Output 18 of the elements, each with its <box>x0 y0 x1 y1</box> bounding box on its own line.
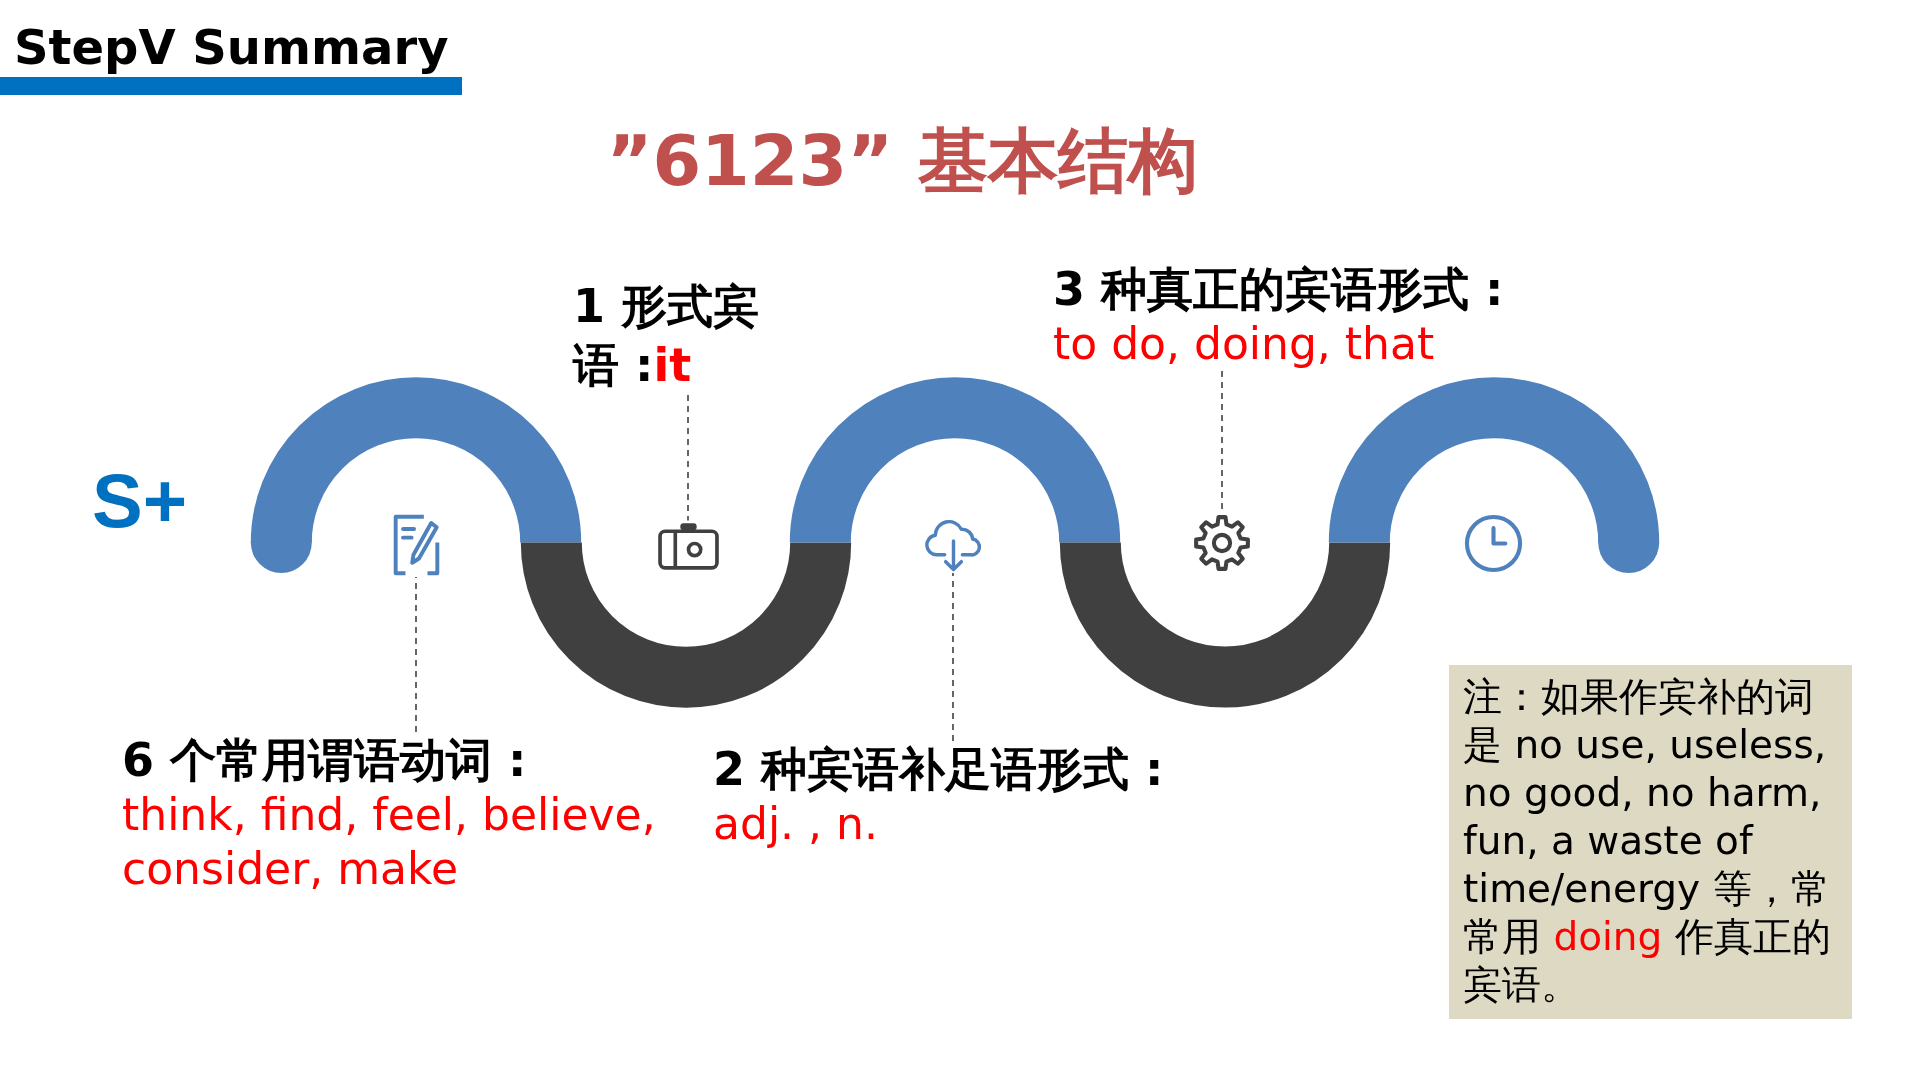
node-label: 1 形式宾语 :it <box>573 277 783 395</box>
clock-icon <box>1463 513 1523 573</box>
leader-line <box>687 394 689 522</box>
node-examples: adj. , n. <box>713 797 879 851</box>
node-heading: 2 种宾语补足语形式 : <box>713 741 1165 797</box>
start-label: S+ <box>92 458 188 544</box>
note-text: 注：如果作宾补的词是 no use, useless, no good, no harm, fun, a waste of time/energy 等，常常用 doing 作真正的宾语。 <box>1463 673 1832 1009</box>
node-heading: 6 个常用谓语动词 : <box>122 732 528 788</box>
node-heading: 3 种真正的宾语形式 : <box>1053 261 1505 317</box>
node-examples: to do, doing, that <box>1053 317 1436 371</box>
leader-line <box>415 576 417 733</box>
slide-heading: StepV Summary <box>0 17 462 95</box>
notepad-pen-icon <box>391 513 441 577</box>
diagram-title: ”6123” 基本结构 <box>606 119 1198 204</box>
leader-line <box>952 572 954 742</box>
gear-icon <box>1193 514 1251 572</box>
node-examples: think, find, feel, believe, consider, make <box>122 788 657 896</box>
camera-icon <box>657 520 719 570</box>
